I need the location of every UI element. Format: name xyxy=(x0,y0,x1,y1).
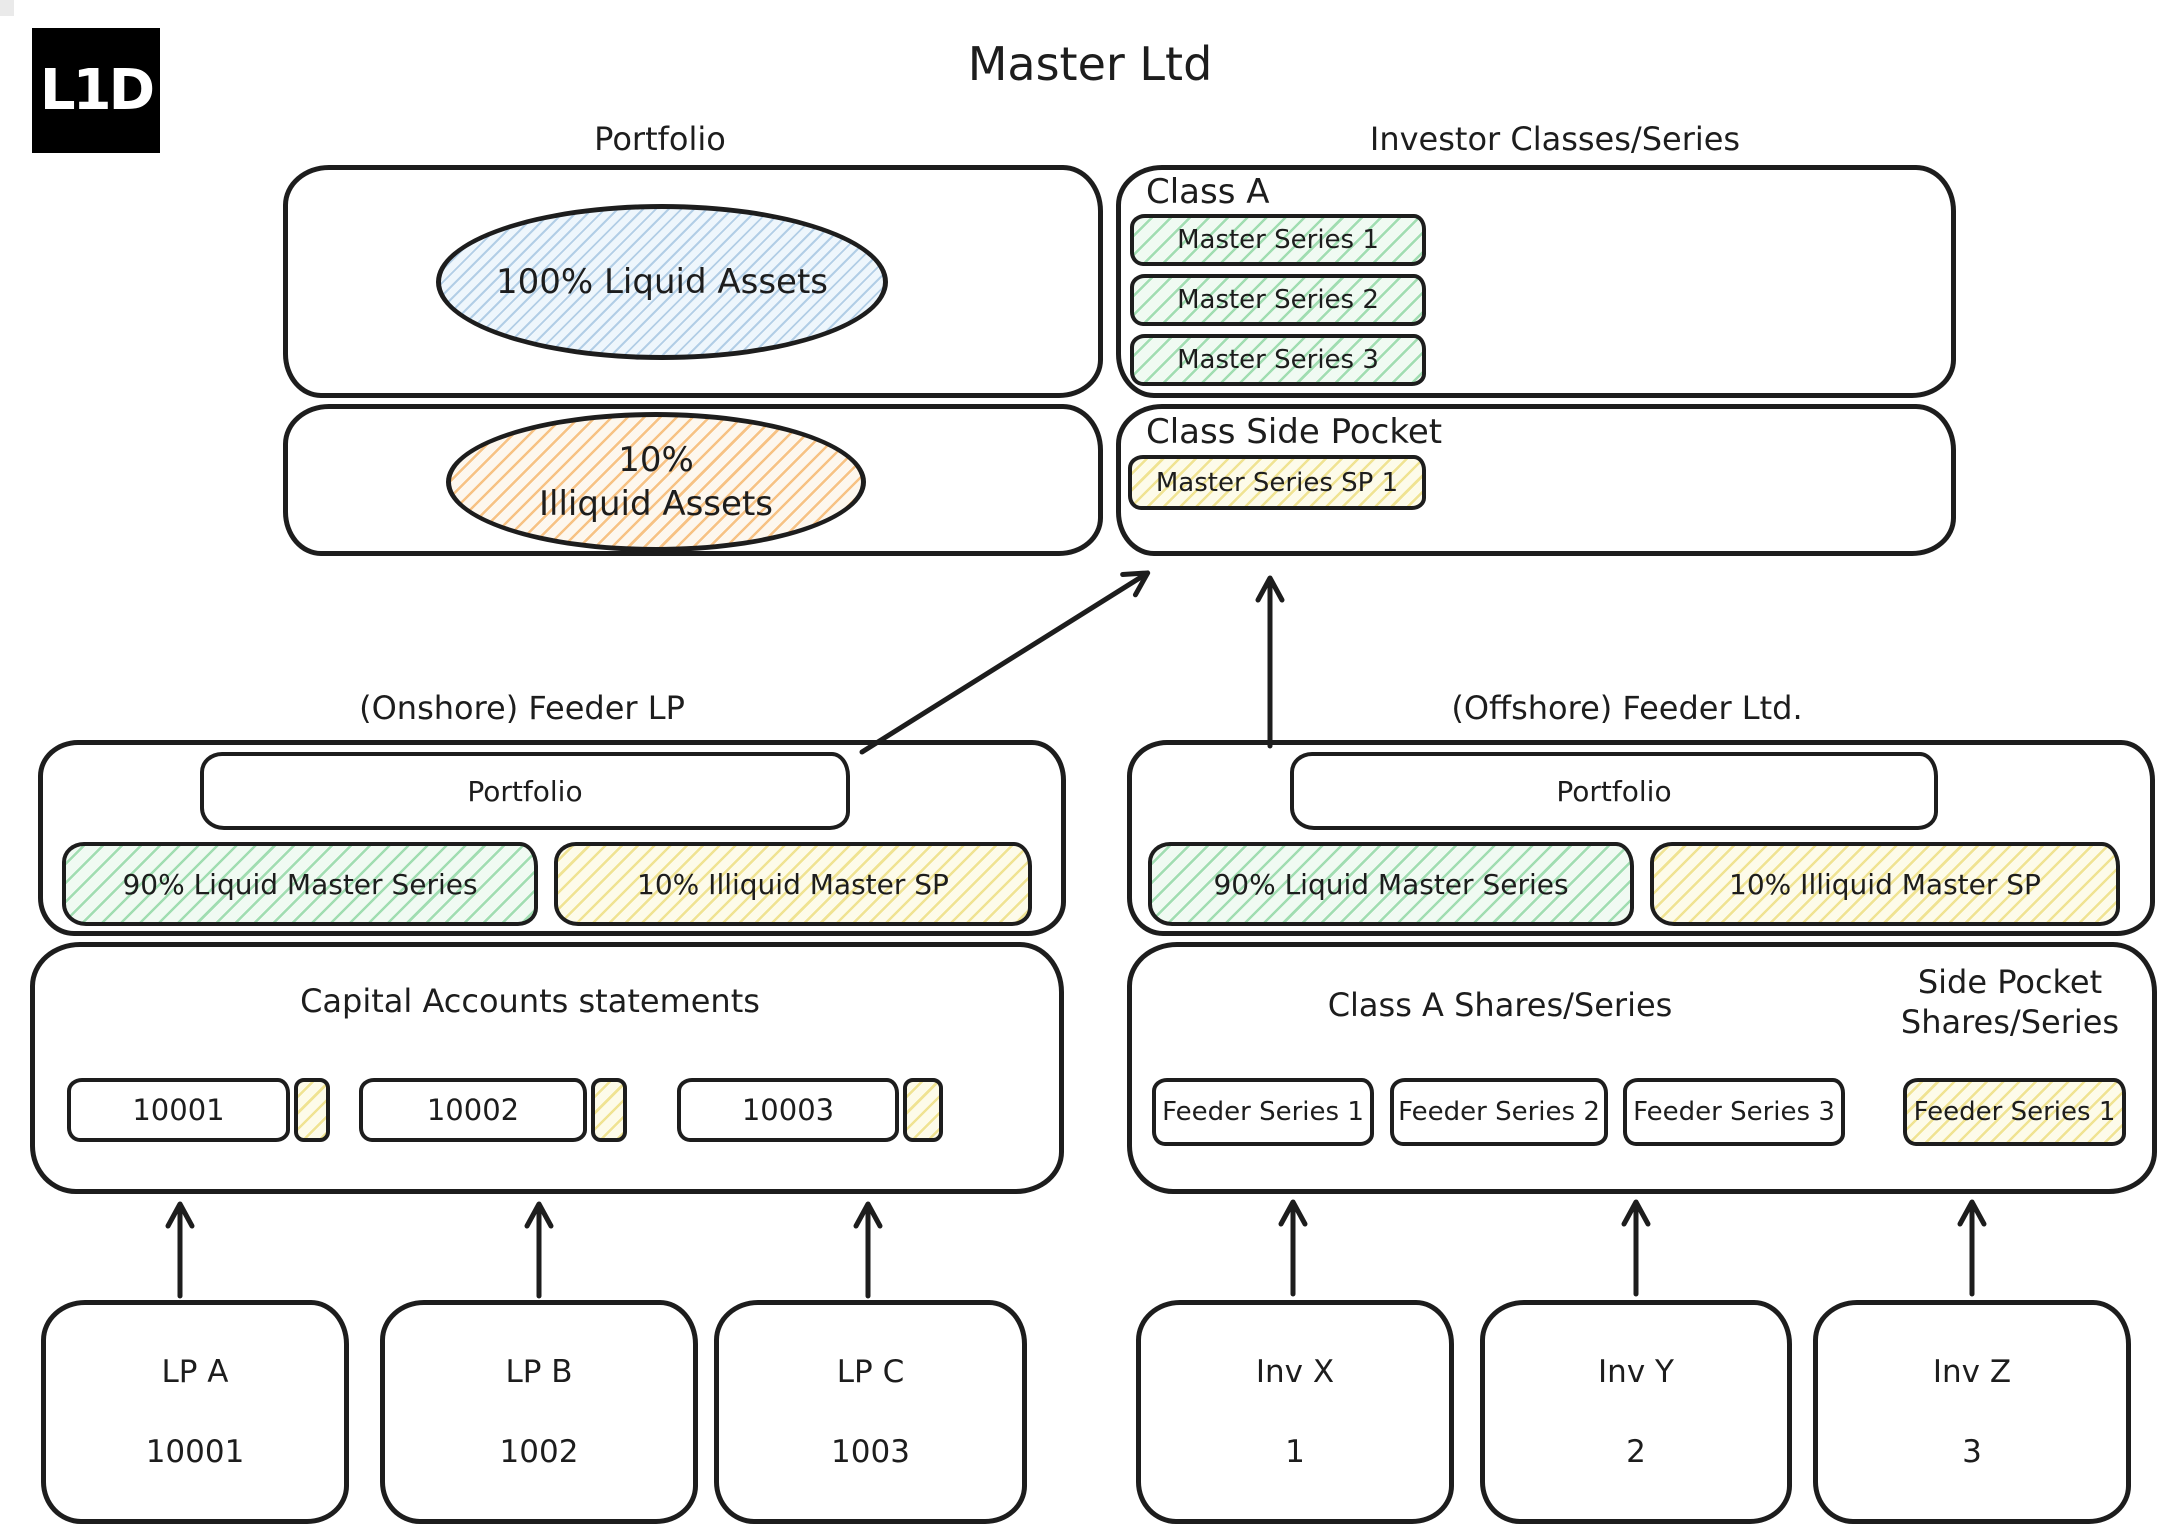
capital-account-10001: 10001 xyxy=(67,1078,290,1142)
offshore-portfolio-label: Portfolio xyxy=(1556,774,1672,808)
diagram-title: Master Ltd xyxy=(967,37,1213,91)
lp-b-name: LP B xyxy=(505,1354,573,1390)
illiquid-assets-text-line1: 10% xyxy=(618,439,694,480)
lp-a-name: LP A xyxy=(161,1354,229,1390)
capital-account-10003-sp-tab xyxy=(903,1078,943,1142)
inv-y-box: Inv Y 2 xyxy=(1480,1300,1792,1524)
master-series-3-label: Master Series 3 xyxy=(1177,345,1379,375)
inv-z-box: Inv Z 3 xyxy=(1813,1300,2131,1524)
offshore-illiquid-box: 10% Illiquid Master SP xyxy=(1650,842,2120,926)
corner-artifact xyxy=(0,0,14,16)
onshore-liquid-label: 90% Liquid Master Series xyxy=(122,867,478,901)
master-series-2-label: Master Series 2 xyxy=(1177,285,1379,315)
onshore-liquid-box: 90% Liquid Master Series xyxy=(62,842,538,926)
inv-x-number: 1 xyxy=(1285,1434,1305,1470)
offshore-class-a-label: Class A Shares/Series xyxy=(1327,986,1673,1024)
master-series-3-box: Master Series 3 xyxy=(1130,334,1426,386)
master-series-1-label: Master Series 1 xyxy=(1177,225,1379,255)
onshore-illiquid-box: 10% Illiquid Master SP xyxy=(554,842,1032,926)
capital-accounts-title: Capital Accounts statements xyxy=(300,982,760,1020)
inv-y-name: Inv Y xyxy=(1598,1354,1674,1390)
inv-z-number: 3 xyxy=(1962,1434,1982,1470)
onshore-portfolio-box: Portfolio xyxy=(200,752,850,830)
lp-a-box: LP A 10001 xyxy=(41,1300,349,1524)
inv-x-box: Inv X 1 xyxy=(1136,1300,1454,1524)
offshore-liquid-label: 90% Liquid Master Series xyxy=(1213,867,1569,901)
capital-account-10001-sp-tab xyxy=(294,1078,330,1142)
feeder-series-sp1-box: Feeder Series 1 xyxy=(1903,1078,2126,1146)
master-series-2-box: Master Series 2 xyxy=(1130,274,1426,326)
capital-account-10003: 10003 xyxy=(677,1078,899,1142)
offshore-feeder-title: (Offshore) Feeder Ltd. xyxy=(1451,689,1803,727)
offshore-class-box xyxy=(1127,942,2157,1194)
arrow-onshore-to-master xyxy=(859,570,1151,755)
feeder-series-1-box: Feeder Series 1 xyxy=(1152,1078,1374,1146)
onshore-portfolio-label: Portfolio xyxy=(467,774,583,808)
offshore-side-pocket-label-line1: Side Pocket xyxy=(1917,963,2103,1001)
offshore-liquid-box: 90% Liquid Master Series xyxy=(1148,842,1634,926)
illiquid-assets-ellipse: 10% Illiquid Assets xyxy=(446,412,866,552)
lp-b-number: 1002 xyxy=(499,1434,579,1470)
inv-z-name: Inv Z xyxy=(1932,1354,2012,1390)
offshore-illiquid-label: 10% Illiquid Master SP xyxy=(1729,867,2041,901)
liquid-assets-text: 100% Liquid Assets xyxy=(495,262,828,302)
capital-account-10002-sp-tab xyxy=(591,1078,627,1142)
feeder-series-1-label: Feeder Series 1 xyxy=(1162,1097,1364,1127)
lp-b-box: LP B 1002 xyxy=(380,1300,698,1524)
class-side-pocket-label: Class Side Pocket xyxy=(1146,412,1443,452)
feeder-series-2-box: Feeder Series 2 xyxy=(1390,1078,1608,1146)
feeder-series-2-label: Feeder Series 2 xyxy=(1398,1097,1600,1127)
capital-account-10003-label: 10003 xyxy=(741,1093,835,1127)
master-series-sp1-box: Master Series SP 1 xyxy=(1128,455,1426,510)
onshore-illiquid-label: 10% Illiquid Master SP xyxy=(637,867,949,901)
inv-x-name: Inv X xyxy=(1255,1354,1335,1390)
lp-c-name: LP C xyxy=(836,1354,905,1390)
l1d-logo-text: L1D xyxy=(39,58,155,123)
capital-account-10002-label: 10002 xyxy=(426,1093,520,1127)
master-portfolio-label: Portfolio xyxy=(594,120,726,158)
class-a-label: Class A xyxy=(1146,172,1270,212)
capital-accounts-box xyxy=(30,942,1064,1194)
master-series-sp1-label: Master Series SP 1 xyxy=(1155,467,1399,498)
feeder-series-3-label: Feeder Series 3 xyxy=(1633,1097,1835,1127)
onshore-feeder-title: (Onshore) Feeder LP xyxy=(359,689,685,727)
lp-c-number: 1003 xyxy=(831,1434,910,1470)
capital-account-10002: 10002 xyxy=(359,1078,587,1142)
l1d-logo: L1D xyxy=(32,28,160,153)
master-series-1-box: Master Series 1 xyxy=(1130,214,1426,266)
feeder-series-sp1-label: Feeder Series 1 xyxy=(1913,1097,2116,1127)
master-investor-label: Investor Classes/Series xyxy=(1369,120,1741,158)
lp-c-box: LP C 1003 xyxy=(714,1300,1027,1524)
illiquid-assets-text-line2: Illiquid Assets xyxy=(539,484,773,524)
capital-account-10001-label: 10001 xyxy=(132,1093,225,1127)
offshore-side-pocket-label-line2: Shares/Series xyxy=(1900,1003,2120,1041)
feeder-series-3-box: Feeder Series 3 xyxy=(1623,1078,1845,1146)
liquid-assets-ellipse: 100% Liquid Assets xyxy=(436,204,888,360)
offshore-portfolio-box: Portfolio xyxy=(1290,752,1938,830)
inv-y-number: 2 xyxy=(1626,1434,1646,1470)
lp-a-number: 10001 xyxy=(145,1434,245,1470)
